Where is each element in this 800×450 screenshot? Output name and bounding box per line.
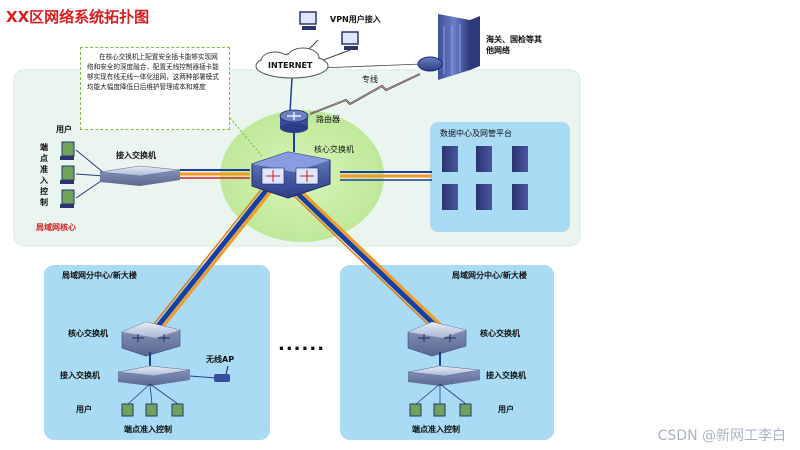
building-icon	[417, 14, 480, 80]
branch-title: 局域网分中心/新大楼	[62, 271, 137, 280]
datacenter-label: 数据中心及网管平台	[440, 129, 512, 138]
endpoint-control-label: 端点准入控制	[40, 143, 48, 207]
pc-icon	[459, 403, 472, 417]
pc-icon	[409, 403, 422, 417]
branch-title: 局域网分中心/新大楼	[452, 271, 527, 280]
pc-icon	[171, 403, 184, 417]
pc-icon	[341, 31, 359, 50]
core-switch-icon	[407, 321, 467, 357]
branch-endpoint-control-label: 端点准入控制	[124, 425, 172, 434]
branch-access-switch-label: 接入交换机	[60, 371, 100, 380]
pc-icon	[60, 165, 75, 184]
pc-icon	[121, 403, 134, 417]
router-label: 路由器	[316, 115, 340, 124]
router-icon	[279, 109, 309, 133]
watermark: CSDN @新网工李白	[657, 428, 786, 444]
branch-access-switch-label: 接入交换机	[486, 371, 526, 380]
internet-label: INTERNET	[268, 61, 313, 70]
vpn-users-label: VPN用户接入	[330, 15, 381, 24]
external-network-label: 海关、国检等其他网络	[486, 35, 542, 55]
link-core-to-branch-right	[293, 190, 446, 333]
lan-core-label: 局域网核心	[36, 223, 76, 232]
access-switch-icon	[99, 165, 181, 186]
page-title: XX区网络系统拓扑图	[6, 8, 150, 26]
link-core-to-access	[180, 169, 250, 179]
pc-icon	[145, 403, 158, 417]
core-switch-label: 核心交换机	[314, 145, 354, 154]
branch-core-switch-label: 核心交换机	[480, 329, 520, 338]
wireless-ap-icon	[214, 365, 230, 382]
branch-endpoint-control-label: 端点准入控制	[412, 425, 460, 434]
access-switch-icon	[117, 365, 191, 386]
pc-icon	[60, 189, 75, 208]
link-access-to-users	[75, 149, 105, 199]
datacenter-zone	[430, 122, 570, 232]
note-box: 在核心交换机上配置安全插卡能够实现网络和安全的深度融合，配置无线控制器插卡能够实…	[80, 47, 230, 130]
server-icon	[442, 146, 528, 210]
cloud-icon	[255, 47, 329, 79]
branch-users-label: 用户	[76, 405, 92, 414]
access-switch-icon	[407, 365, 481, 386]
pc-icon	[299, 11, 317, 30]
link-core-to-datacenter	[340, 171, 432, 181]
branch-users-label: 用户	[498, 405, 514, 414]
ellipsis: ......	[278, 334, 326, 355]
wireless-ap-label: 无线AP	[206, 355, 235, 364]
core-switch-icon	[251, 151, 331, 199]
branch-core-switch-label: 核心交换机	[68, 329, 108, 338]
access-switch-label: 接入交换机	[116, 151, 156, 160]
branch-zone-right	[340, 265, 554, 440]
pc-icon	[433, 403, 446, 417]
leased-line-label: 专线	[362, 75, 378, 84]
core-switch-icon	[121, 321, 181, 357]
link-core-to-branch-left	[153, 185, 274, 329]
link-router-to-internet	[289, 77, 293, 113]
users-label: 用户	[56, 125, 72, 134]
pc-icon	[60, 141, 75, 160]
